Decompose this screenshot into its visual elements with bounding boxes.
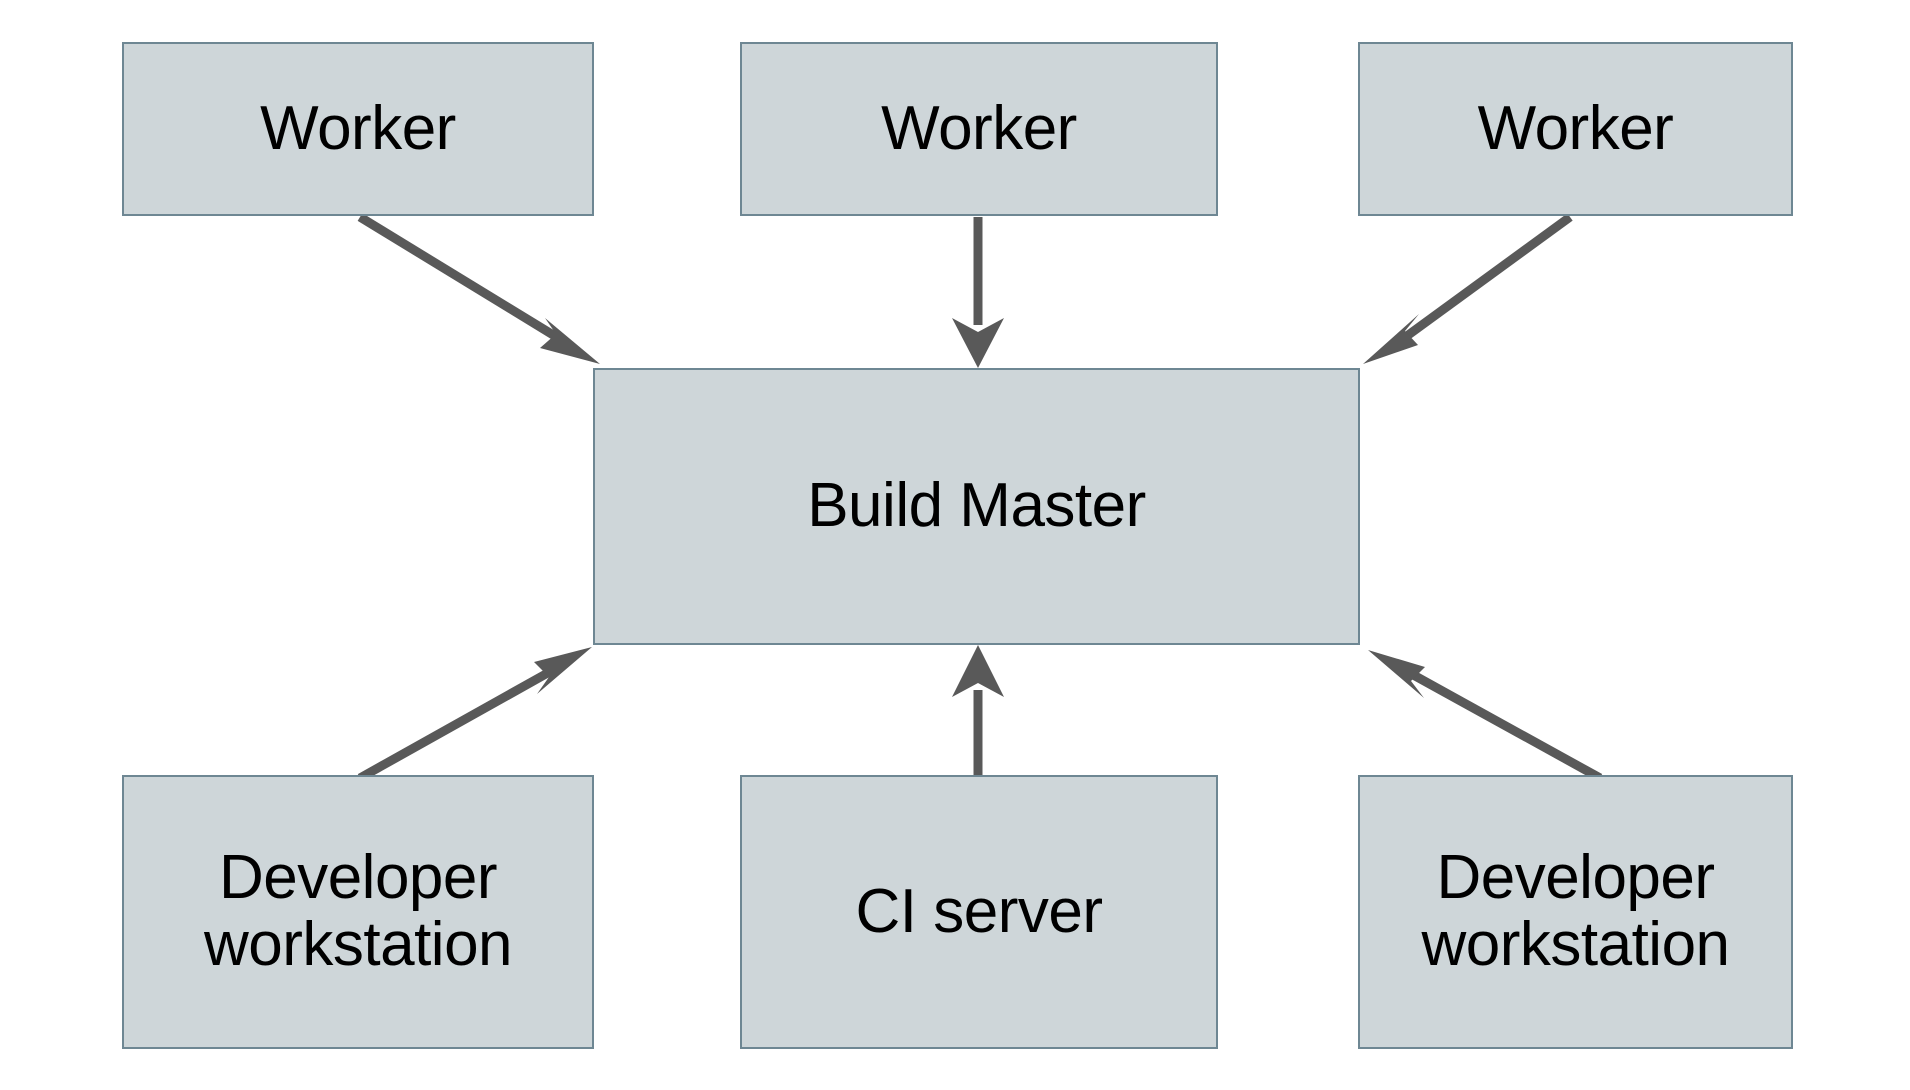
node-worker-left[interactable]: Worker <box>122 42 594 216</box>
node-label: Developer workstation <box>1421 843 1730 979</box>
node-label: Developer workstation <box>203 843 513 979</box>
node-developer-workstation-left[interactable]: Developer workstation <box>122 775 594 1049</box>
node-label: Worker <box>881 93 1077 163</box>
node-worker-mid[interactable]: Worker <box>740 42 1218 216</box>
edge-ci-server-to-master <box>952 645 1004 775</box>
node-label: Worker <box>260 93 456 163</box>
node-label: Build Master <box>807 471 1146 541</box>
node-label: Worker <box>1477 93 1674 163</box>
edge-dev-left-to-master <box>357 647 592 782</box>
node-worker-right[interactable]: Worker <box>1358 42 1793 216</box>
node-developer-workstation-right[interactable]: Developer workstation <box>1358 775 1793 1049</box>
node-ci-server[interactable]: CI server <box>740 775 1218 1049</box>
edge-worker-mid-to-master <box>952 217 1004 368</box>
edge-worker-right-to-master <box>1363 213 1573 364</box>
node-label: CI server <box>855 876 1103 946</box>
edge-dev-right-to-master <box>1368 650 1603 782</box>
node-build-master[interactable]: Build Master <box>593 368 1360 645</box>
edge-worker-left-to-master <box>357 213 600 364</box>
